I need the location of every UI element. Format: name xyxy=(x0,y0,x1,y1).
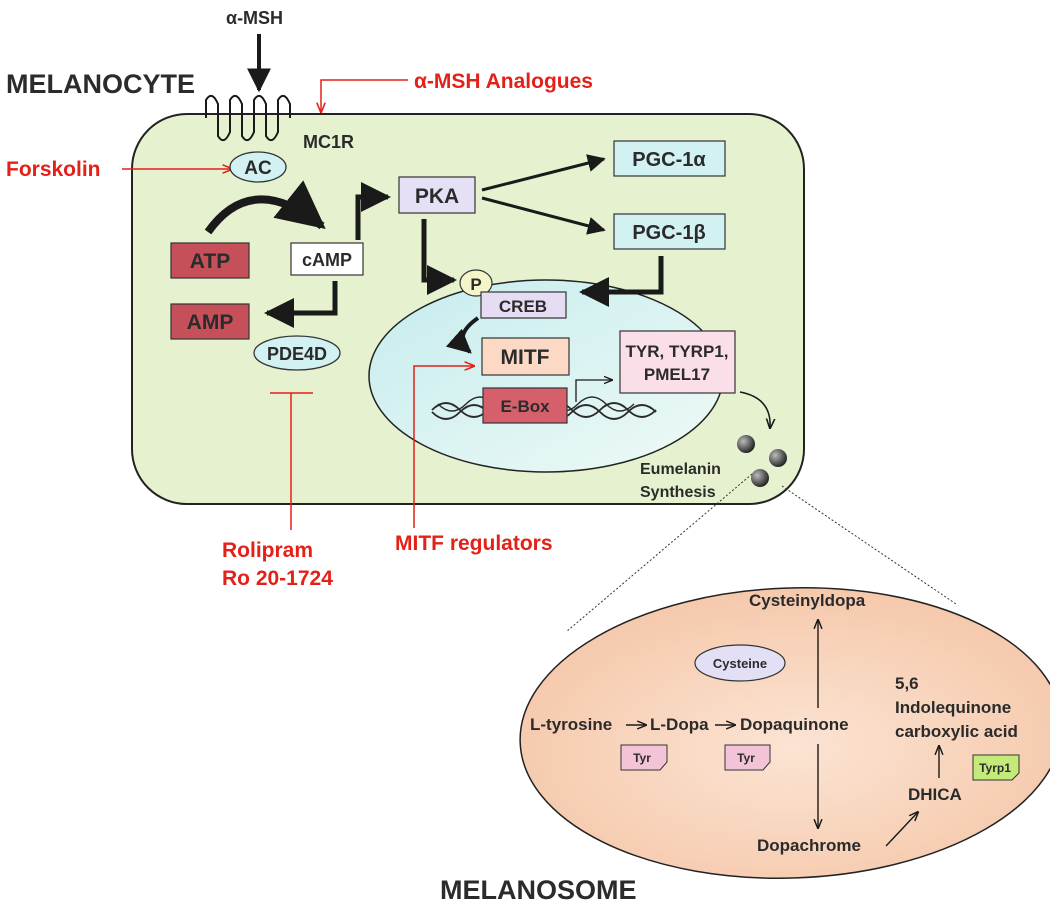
dopaquinone-label: Dopaquinone xyxy=(740,715,849,734)
pde4d-label: PDE4D xyxy=(267,344,327,364)
amp-label: AMP xyxy=(187,311,234,334)
camp-node xyxy=(290,242,364,276)
ac-label: AC xyxy=(244,158,272,179)
eumelanin-label-line2: Synthesis xyxy=(640,484,716,501)
pgc1a-node xyxy=(613,140,726,177)
forskolin-label: Forskolin xyxy=(6,158,101,181)
pka-node xyxy=(398,176,476,214)
tyr-enzyme-label: Tyr xyxy=(633,751,651,765)
rolipram-label: Rolipram xyxy=(222,539,313,562)
phosphate-label: P xyxy=(470,275,481,294)
atp-label: ATP xyxy=(190,250,230,273)
pka-creb-arrow xyxy=(421,219,457,295)
pka-pgc1a-arrow xyxy=(481,154,606,192)
ebox-label: E-Box xyxy=(500,397,550,416)
melanocyte-label: MELANOCYTE xyxy=(6,69,195,99)
camp-label: cAMP xyxy=(302,250,352,270)
mitf-regulators-arrow xyxy=(413,366,474,528)
phosphate-node xyxy=(459,269,493,297)
melanosome-organelle xyxy=(519,587,1050,879)
atp-node xyxy=(170,242,250,279)
ltyrosine-label: L-tyrosine xyxy=(530,715,612,734)
ac-node xyxy=(229,151,287,183)
mitf-node xyxy=(481,337,570,376)
atp-camp-arrow xyxy=(204,180,326,235)
pde4d-node xyxy=(253,335,341,371)
camp-pka-arrow xyxy=(355,182,391,240)
pgc1a-label: PGC-1α xyxy=(632,149,706,171)
targets-eumelanin-arrow xyxy=(739,391,770,428)
dopachrome-label: Dopachrome xyxy=(757,836,861,855)
pgc1b-creb-arrow xyxy=(579,256,664,307)
melanosome-granule xyxy=(751,469,769,487)
eumelanin-label-line1: Eumelanin xyxy=(640,461,721,478)
pgc1b-node xyxy=(613,213,726,250)
mc1r-label: MC1R xyxy=(303,132,354,152)
targets-label-line1: TYR, TYRP1, xyxy=(626,342,729,361)
creb-mitf-arrow xyxy=(445,316,480,354)
mc1r-receptor xyxy=(205,94,291,142)
targets-node xyxy=(619,330,736,394)
tyr-enzyme-label: Tyr xyxy=(737,751,755,765)
analogues-arrow xyxy=(321,79,408,112)
melanosome-granule xyxy=(769,449,787,467)
dhica-label: DHICA xyxy=(908,785,962,804)
ro-label: Ro 20-1724 xyxy=(222,567,333,590)
creb-node xyxy=(480,291,567,319)
indole-label-line2: Indolequinone xyxy=(895,698,1011,717)
ebox-node xyxy=(482,387,568,424)
cysteinyldopa-label: Cysteinyldopa xyxy=(749,591,866,610)
tyr-enzyme-tag xyxy=(724,744,771,771)
melanosome-granule xyxy=(737,435,755,453)
camp-amp-arrow xyxy=(264,281,338,328)
pka-pgc1b-arrow xyxy=(481,196,606,235)
creb-label: CREB xyxy=(499,297,547,316)
tyrp1-enzyme-label: Tyrp1 xyxy=(979,761,1011,775)
mitf-label: MITF xyxy=(501,346,550,369)
cysteine-node xyxy=(694,644,786,682)
zoom-line xyxy=(781,485,957,605)
melanosome-label: MELANOSOME xyxy=(440,875,637,904)
amp-node xyxy=(170,303,250,340)
alpha-msh-label: α-MSH xyxy=(226,8,283,28)
indole-label-line3: carboxylic acid xyxy=(895,722,1018,741)
indole-label-line1: 5,6 xyxy=(895,674,919,693)
ebox-targets-arrow xyxy=(575,380,612,402)
pka-label: PKA xyxy=(415,185,459,208)
ldopa-label: L-Dopa xyxy=(650,715,709,734)
tyr-enzyme-tag xyxy=(620,744,668,771)
targets-label-line2: PMEL17 xyxy=(644,365,710,384)
zoom-line xyxy=(565,473,753,633)
dopachrome-dhica-arrow xyxy=(885,812,918,847)
cysteine-label: Cysteine xyxy=(713,656,767,671)
tyrp1-enzyme-tag xyxy=(972,754,1020,781)
pgc1b-label: PGC-1β xyxy=(632,222,705,244)
mitf-regulators-label: MITF regulators xyxy=(395,532,553,555)
alpha-msh-analogues-label: α-MSH Analogues xyxy=(414,70,593,93)
